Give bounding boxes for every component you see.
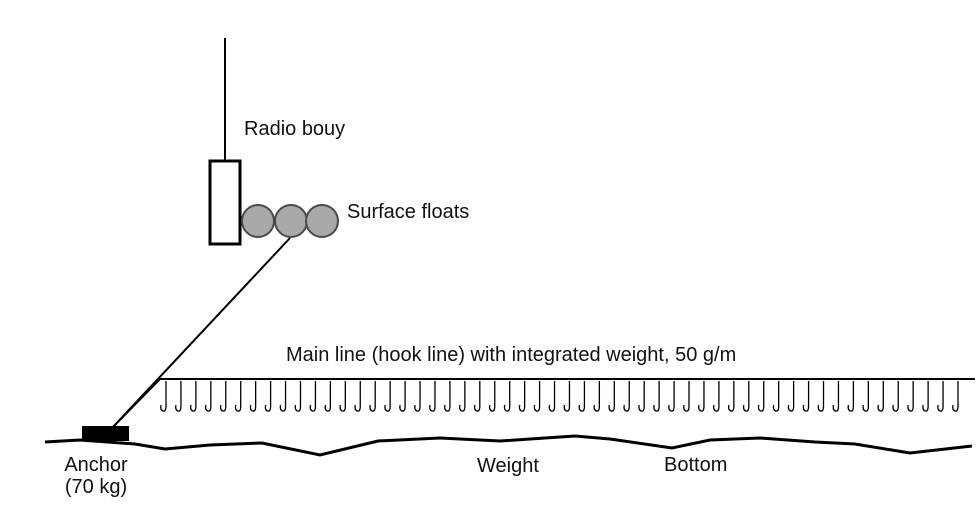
hook — [219, 381, 227, 412]
hook — [952, 381, 959, 412]
hook — [757, 381, 765, 412]
radio-buoy — [208, 159, 242, 246]
hook — [339, 381, 346, 412]
hook — [444, 381, 451, 412]
hook — [503, 381, 511, 412]
sea-bottom — [44, 434, 973, 457]
hook — [742, 381, 750, 412]
hook — [175, 381, 182, 412]
hook — [354, 381, 361, 412]
hook — [847, 381, 855, 412]
anchor — [82, 426, 129, 441]
anchor-label-line2: (70 kg) — [64, 476, 128, 498]
anchor-label: Anchor (70 kg) — [52, 454, 140, 498]
hook — [817, 381, 825, 412]
hook — [249, 381, 257, 412]
bottom-label: Bottom — [664, 454, 728, 476]
hook — [234, 381, 242, 412]
hook — [713, 381, 720, 412]
hook — [279, 381, 287, 412]
hook — [877, 381, 884, 412]
hook — [772, 381, 780, 412]
hook — [548, 381, 556, 412]
surface-floats — [241, 204, 339, 238]
float-3 — [305, 204, 339, 238]
hook — [533, 381, 541, 412]
float-2 — [274, 204, 308, 238]
hook — [473, 381, 481, 412]
hook — [324, 381, 332, 412]
hook — [787, 381, 795, 412]
hook — [414, 381, 421, 412]
hook — [892, 381, 899, 412]
hook — [802, 381, 810, 412]
hook — [922, 381, 929, 412]
hook — [683, 381, 690, 412]
hook — [727, 381, 735, 412]
hook — [458, 381, 466, 412]
hook — [593, 381, 601, 412]
hook — [204, 381, 212, 412]
hook — [578, 381, 586, 412]
hook — [907, 381, 914, 412]
hook — [638, 381, 645, 412]
weight-label: Weight — [477, 455, 539, 477]
anchor-label-line1: Anchor — [64, 454, 128, 476]
hook — [429, 381, 436, 412]
main-line — [111, 378, 975, 429]
hook — [369, 381, 376, 412]
hook — [399, 381, 406, 412]
hooks-group — [160, 381, 959, 412]
float-1 — [241, 204, 275, 238]
main-line-label: Main line (hook line) with integrated we… — [286, 344, 737, 366]
hook — [189, 381, 197, 412]
hook — [937, 381, 944, 412]
hook — [698, 381, 705, 412]
radio-buoy-label: Radio bouy — [244, 118, 346, 140]
hook — [653, 381, 660, 412]
hook — [518, 381, 526, 412]
hook — [309, 381, 317, 412]
hook — [160, 381, 167, 412]
hook — [563, 381, 571, 412]
hook — [384, 381, 391, 412]
surface-floats-label: Surface floats — [347, 201, 470, 223]
hook — [623, 381, 630, 412]
hook — [668, 381, 675, 412]
hook — [488, 381, 496, 412]
hook — [264, 381, 272, 412]
hook — [294, 381, 302, 412]
hook — [608, 381, 615, 412]
hook — [832, 381, 840, 412]
hook — [862, 381, 869, 412]
